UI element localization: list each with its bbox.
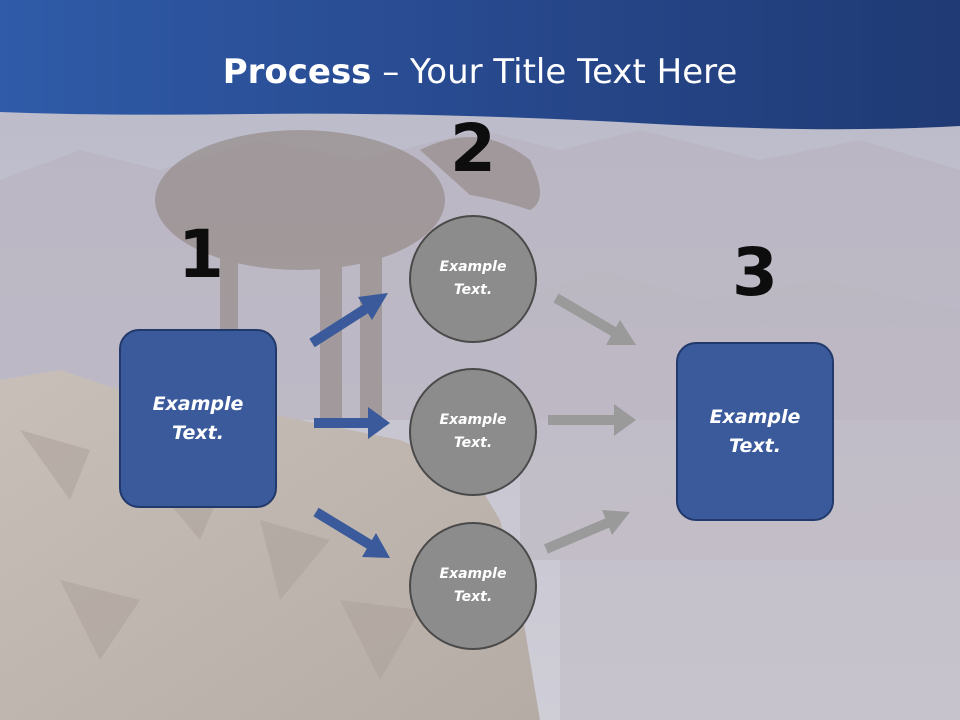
circle-bottom-line2: Text. — [453, 589, 493, 605]
step-number-3: 3 — [732, 234, 778, 311]
circle-bottom-text: Example Text. — [428, 563, 518, 609]
title-bold: Process — [222, 52, 372, 92]
right-box-text: Example Text. — [695, 403, 815, 461]
gray-arrow-down — [553, 293, 636, 345]
circle-top-text: Example Text. — [428, 256, 518, 302]
circle-bottom-line1: Example — [439, 566, 507, 582]
gray-arrow-up — [544, 510, 630, 554]
blue-arrow-down — [313, 507, 390, 558]
process-circle-bottom[interactable]: Example Text. — [409, 522, 537, 650]
circle-middle-line1: Example — [439, 412, 507, 428]
slide-title: Process – Your Title Text Here — [0, 52, 960, 92]
left-process-box[interactable]: Example Text. — [119, 329, 277, 508]
right-box-line1: Example — [709, 405, 801, 428]
left-box-line2: Text. — [172, 421, 224, 444]
circle-top-line2: Text. — [453, 282, 493, 298]
step-number-2: 2 — [450, 110, 496, 187]
circle-middle-text: Example Text. — [428, 409, 518, 455]
step-number-1: 1 — [178, 216, 224, 293]
title-rest: – Your Title Text Here — [371, 52, 738, 92]
gray-arrow-right — [548, 404, 636, 436]
blue-arrow-right — [314, 407, 390, 439]
left-box-line1: Example — [152, 392, 244, 415]
circle-top-line1: Example — [439, 259, 507, 275]
process-circle-middle[interactable]: Example Text. — [409, 368, 537, 496]
blue-arrow-up — [309, 293, 388, 348]
process-circle-top[interactable]: Example Text. — [409, 215, 537, 343]
circle-middle-line2: Text. — [453, 435, 493, 451]
right-box-line2: Text. — [729, 434, 781, 457]
right-process-box[interactable]: Example Text. — [676, 342, 834, 521]
left-box-text: Example Text. — [138, 390, 258, 448]
